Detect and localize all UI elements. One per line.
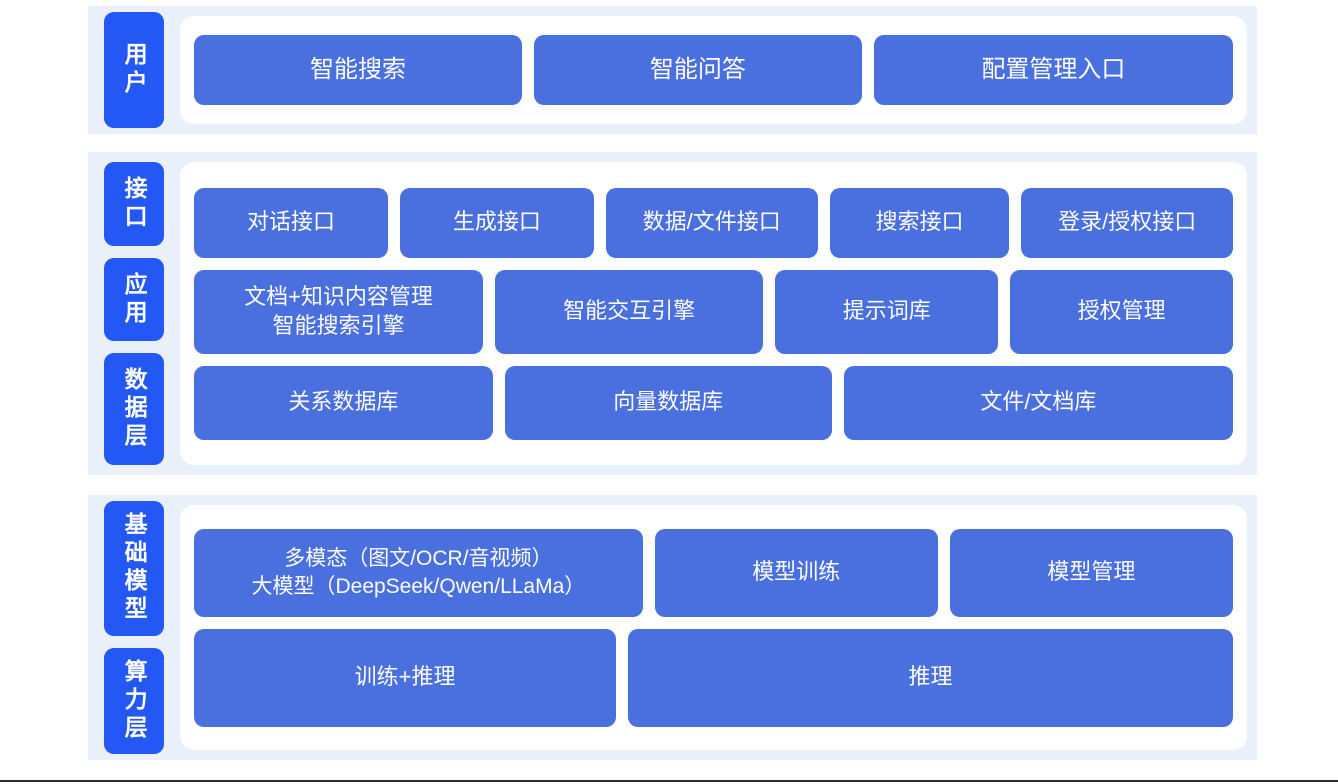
bottom-rule bbox=[0, 780, 1338, 782]
rail-label-data[interactable]: 数据层 bbox=[104, 353, 164, 466]
row-data: 关系数据库 向量数据库 文件/文档库 bbox=[194, 365, 1233, 440]
box-search-api[interactable]: 搜索接口 bbox=[829, 187, 1010, 258]
box-login-auth-api[interactable]: 登录/授权接口 bbox=[1021, 187, 1234, 258]
box-model-training[interactable]: 模型训练 bbox=[654, 528, 938, 617]
rail-label-base-model[interactable]: 基础模型 bbox=[104, 501, 164, 636]
rail-label-compute-text: 算力层 bbox=[121, 658, 148, 743]
row-base-model: 多模态（图文/OCR/音视频） 大模型（DeepSeek/Qwen/LLaMa）… bbox=[194, 528, 1233, 617]
rail-label-application[interactable]: 应用 bbox=[104, 257, 164, 342]
rail-label-interface[interactable]: 接口 bbox=[104, 162, 164, 246]
row-interface: 对话接口 生成接口 数据/文件接口 搜索接口 登录/授权接口 bbox=[194, 187, 1234, 258]
box-vector-database[interactable]: 向量数据库 bbox=[504, 365, 832, 440]
panel-base: 多模态（图文/OCR/音视频） 大模型（DeepSeek/Qwen/LLaMa）… bbox=[180, 505, 1247, 750]
box-file-document-store[interactable]: 文件/文档库 bbox=[843, 365, 1233, 440]
box-relational-database[interactable]: 关系数据库 bbox=[194, 365, 493, 440]
box-dialogue-api[interactable]: 对话接口 bbox=[194, 187, 388, 258]
rail-label-user[interactable]: 用户 bbox=[104, 12, 164, 128]
rail-user: 用户 bbox=[88, 6, 180, 134]
box-generation-api[interactable]: 生成接口 bbox=[399, 187, 594, 258]
panel-user: 智能搜索 智能问答 配置管理入口 bbox=[180, 16, 1247, 124]
box-smart-search[interactable]: 智能搜索 bbox=[194, 35, 522, 105]
box-prompt-library[interactable]: 提示词库 bbox=[775, 269, 999, 354]
box-model-management[interactable]: 模型管理 bbox=[949, 528, 1233, 617]
rail-label-user-text: 用户 bbox=[121, 42, 148, 98]
box-training-plus-inference[interactable]: 训练+推理 bbox=[194, 628, 617, 727]
panel-middle: 对话接口 生成接口 数据/文件接口 搜索接口 登录/授权接口 文档+知识内容管理… bbox=[180, 162, 1247, 465]
box-smart-qa[interactable]: 智能问答 bbox=[533, 35, 862, 105]
rail-label-base-model-text: 基础模型 bbox=[121, 512, 148, 625]
box-data-file-api[interactable]: 数据/文件接口 bbox=[605, 187, 818, 258]
row-user: 智能搜索 智能问答 配置管理入口 bbox=[194, 35, 1233, 105]
section-user: 用户 智能搜索 智能问答 配置管理入口 bbox=[88, 6, 1257, 134]
rail-label-data-text: 数据层 bbox=[121, 367, 148, 452]
box-config-management-entry[interactable]: 配置管理入口 bbox=[873, 35, 1233, 105]
rail-base: 基础模型 算力层 bbox=[88, 495, 180, 760]
box-authorization-management[interactable]: 授权管理 bbox=[1010, 269, 1233, 354]
rail-middle: 接口 应用 数据层 bbox=[88, 152, 180, 475]
rail-label-compute[interactable]: 算力层 bbox=[104, 647, 164, 754]
box-inference[interactable]: 推理 bbox=[628, 628, 1233, 727]
box-multimodal-large-model[interactable]: 多模态（图文/OCR/音视频） 大模型（DeepSeek/Qwen/LLaMa） bbox=[194, 528, 643, 617]
rail-label-interface-text: 接口 bbox=[121, 175, 148, 232]
box-smart-interaction-engine[interactable]: 智能交互引擎 bbox=[495, 269, 764, 354]
box-document-knowledge-management[interactable]: 文档+知识内容管理 智能搜索引擎 bbox=[194, 269, 484, 354]
row-application: 文档+知识内容管理 智能搜索引擎 智能交互引擎 提示词库 授权管理 bbox=[194, 269, 1233, 354]
row-compute: 训练+推理 推理 bbox=[194, 628, 1233, 727]
rail-label-application-text: 应用 bbox=[121, 271, 148, 328]
section-base: 基础模型 算力层 多模态（图文/OCR/音视频） 大模型（DeepSeek/Qw… bbox=[88, 495, 1257, 760]
section-middle: 接口 应用 数据层 对话接口 生成接口 数据/文件接口 搜索接口 登录/授权接口… bbox=[88, 152, 1257, 475]
